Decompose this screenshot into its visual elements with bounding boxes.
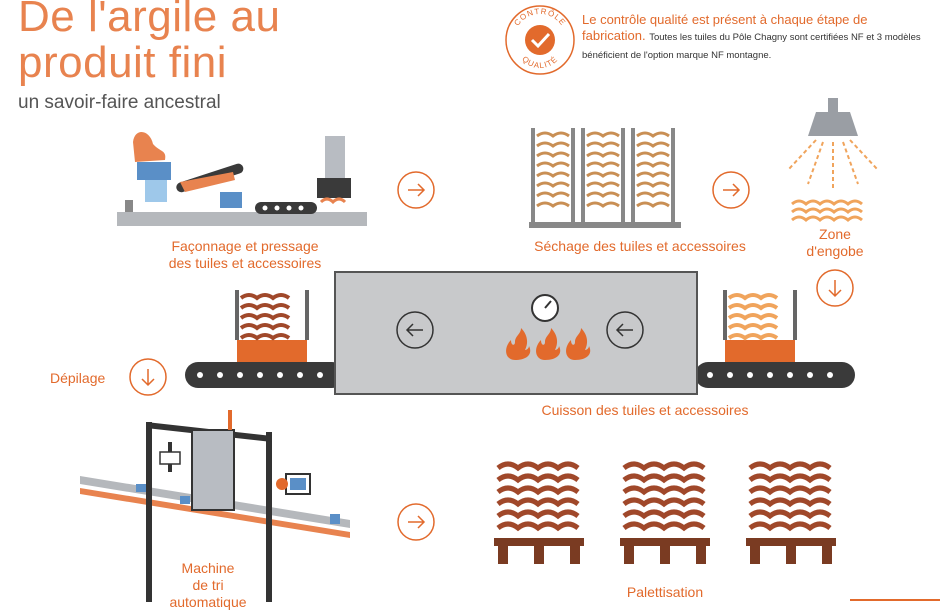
step-tri-label: Machine de tri automatique bbox=[158, 560, 258, 611]
page-subtitle: un savoir-faire ancestral bbox=[18, 92, 221, 113]
flame-icons bbox=[506, 328, 591, 360]
quality-note: Le contrôle qualité est présent à chaque… bbox=[582, 12, 932, 64]
pallet bbox=[620, 461, 710, 564]
engobe-line-1: Zone bbox=[819, 226, 851, 242]
quality-main-text: Le contrôle qualité est présent à chaque… bbox=[582, 12, 868, 43]
pallet bbox=[746, 461, 836, 564]
arrow-down-icon bbox=[129, 358, 167, 396]
arrow-right-icon bbox=[397, 171, 435, 209]
shaping-press-machine bbox=[117, 132, 367, 226]
step-cuisson-label: Cuisson des tuiles et accessoires bbox=[541, 402, 749, 418]
check-circle bbox=[525, 25, 555, 55]
arrow-left-icon bbox=[396, 311, 434, 349]
arrow-right-icon bbox=[397, 503, 435, 541]
arrow-left-icon bbox=[606, 311, 644, 349]
tri-line-2: de tri bbox=[192, 577, 224, 593]
arrow-down-icon bbox=[816, 269, 854, 307]
check-icon bbox=[530, 32, 551, 49]
step-engobe-label: Zone d'engobe bbox=[790, 226, 880, 260]
engobe-line-2: d'engobe bbox=[806, 243, 864, 259]
faconnage-line-1: Façonnage et pressage bbox=[171, 238, 319, 254]
step-palettisation-label: Palettisation bbox=[626, 584, 704, 600]
step-sechage-label: Séchage des tuiles et accessoires bbox=[534, 238, 746, 254]
accent-line bbox=[850, 599, 940, 601]
quality-detail-text: Toutes les tuiles du Pôle Chagny sont ce… bbox=[582, 32, 921, 61]
page-title: De l'argile au produit fini bbox=[18, 0, 280, 86]
step-faconnage-label: Façonnage et pressage des tuiles et acce… bbox=[120, 238, 370, 272]
title-line-2: produit fini bbox=[18, 38, 228, 87]
sorting-machine bbox=[80, 410, 350, 602]
faconnage-line-2: des tuiles et accessoires bbox=[168, 255, 322, 271]
title-line-1: De l'argile au bbox=[18, 0, 281, 41]
drying-racks bbox=[529, 128, 681, 228]
step-depilage-label: Dépilage bbox=[50, 370, 106, 386]
tri-line-1: Machine bbox=[181, 560, 235, 576]
gauge-icon bbox=[531, 294, 559, 322]
engobe-sprayer bbox=[787, 98, 879, 222]
pallet bbox=[494, 461, 584, 564]
quality-seal: CONTRÔLE QUALITÉ bbox=[505, 5, 575, 75]
pallets bbox=[494, 461, 836, 564]
kiln-oven bbox=[185, 271, 855, 395]
arrow-right-icon bbox=[712, 171, 750, 209]
